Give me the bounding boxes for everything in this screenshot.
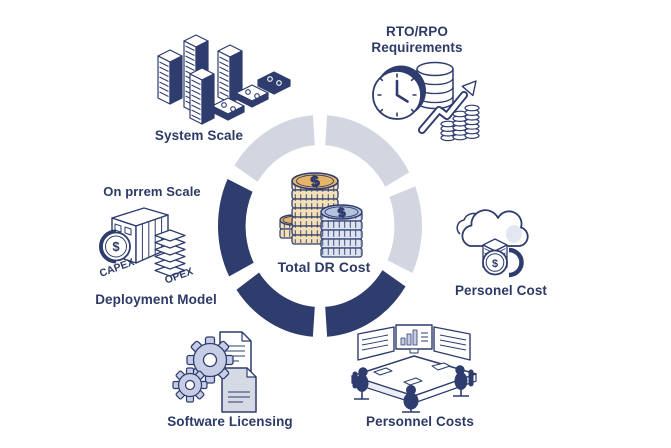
rto-rpo-label-line2: Requirements <box>371 39 463 55</box>
building-capex-opex-icon: $ <box>99 207 186 277</box>
personel-cost-label: Personel Cost <box>454 283 548 298</box>
total-dr-cost-label: Total DR Cost <box>277 259 371 275</box>
ring-segment-bottom-right <box>324 269 406 337</box>
personel-coin-dollar: $ <box>492 258 498 270</box>
ring-segment-right <box>387 186 422 273</box>
rto-rpo-label: RTO/RPO Requirements <box>352 24 482 55</box>
ring-segment-top-left <box>234 115 316 183</box>
gears-documents-icon <box>172 331 257 413</box>
coins-stack-icon: $ $ <box>279 172 363 258</box>
control-room-team-icon <box>351 324 477 413</box>
software-licensing-label: Software Licensing <box>167 414 293 429</box>
cloud-server-coin-icon: $ <box>456 209 529 278</box>
ring-segment-bottom-left <box>236 272 316 337</box>
ring-segment-left <box>218 179 254 277</box>
clock-database-growth-icon <box>372 61 480 142</box>
deployment-model-label: Deployment Model <box>95 292 217 307</box>
server-racks-icon <box>157 34 291 125</box>
system-scale-label: System Scale <box>154 128 244 143</box>
ring-segment-top-right <box>324 115 410 188</box>
rto-rpo-label-line1: RTO/RPO <box>386 24 448 39</box>
personnel-costs-label: Personnel Costs <box>365 414 475 429</box>
capex-coin-dollar: $ <box>112 239 120 254</box>
on-prem-scale-label: On prrem Scale <box>103 184 201 199</box>
